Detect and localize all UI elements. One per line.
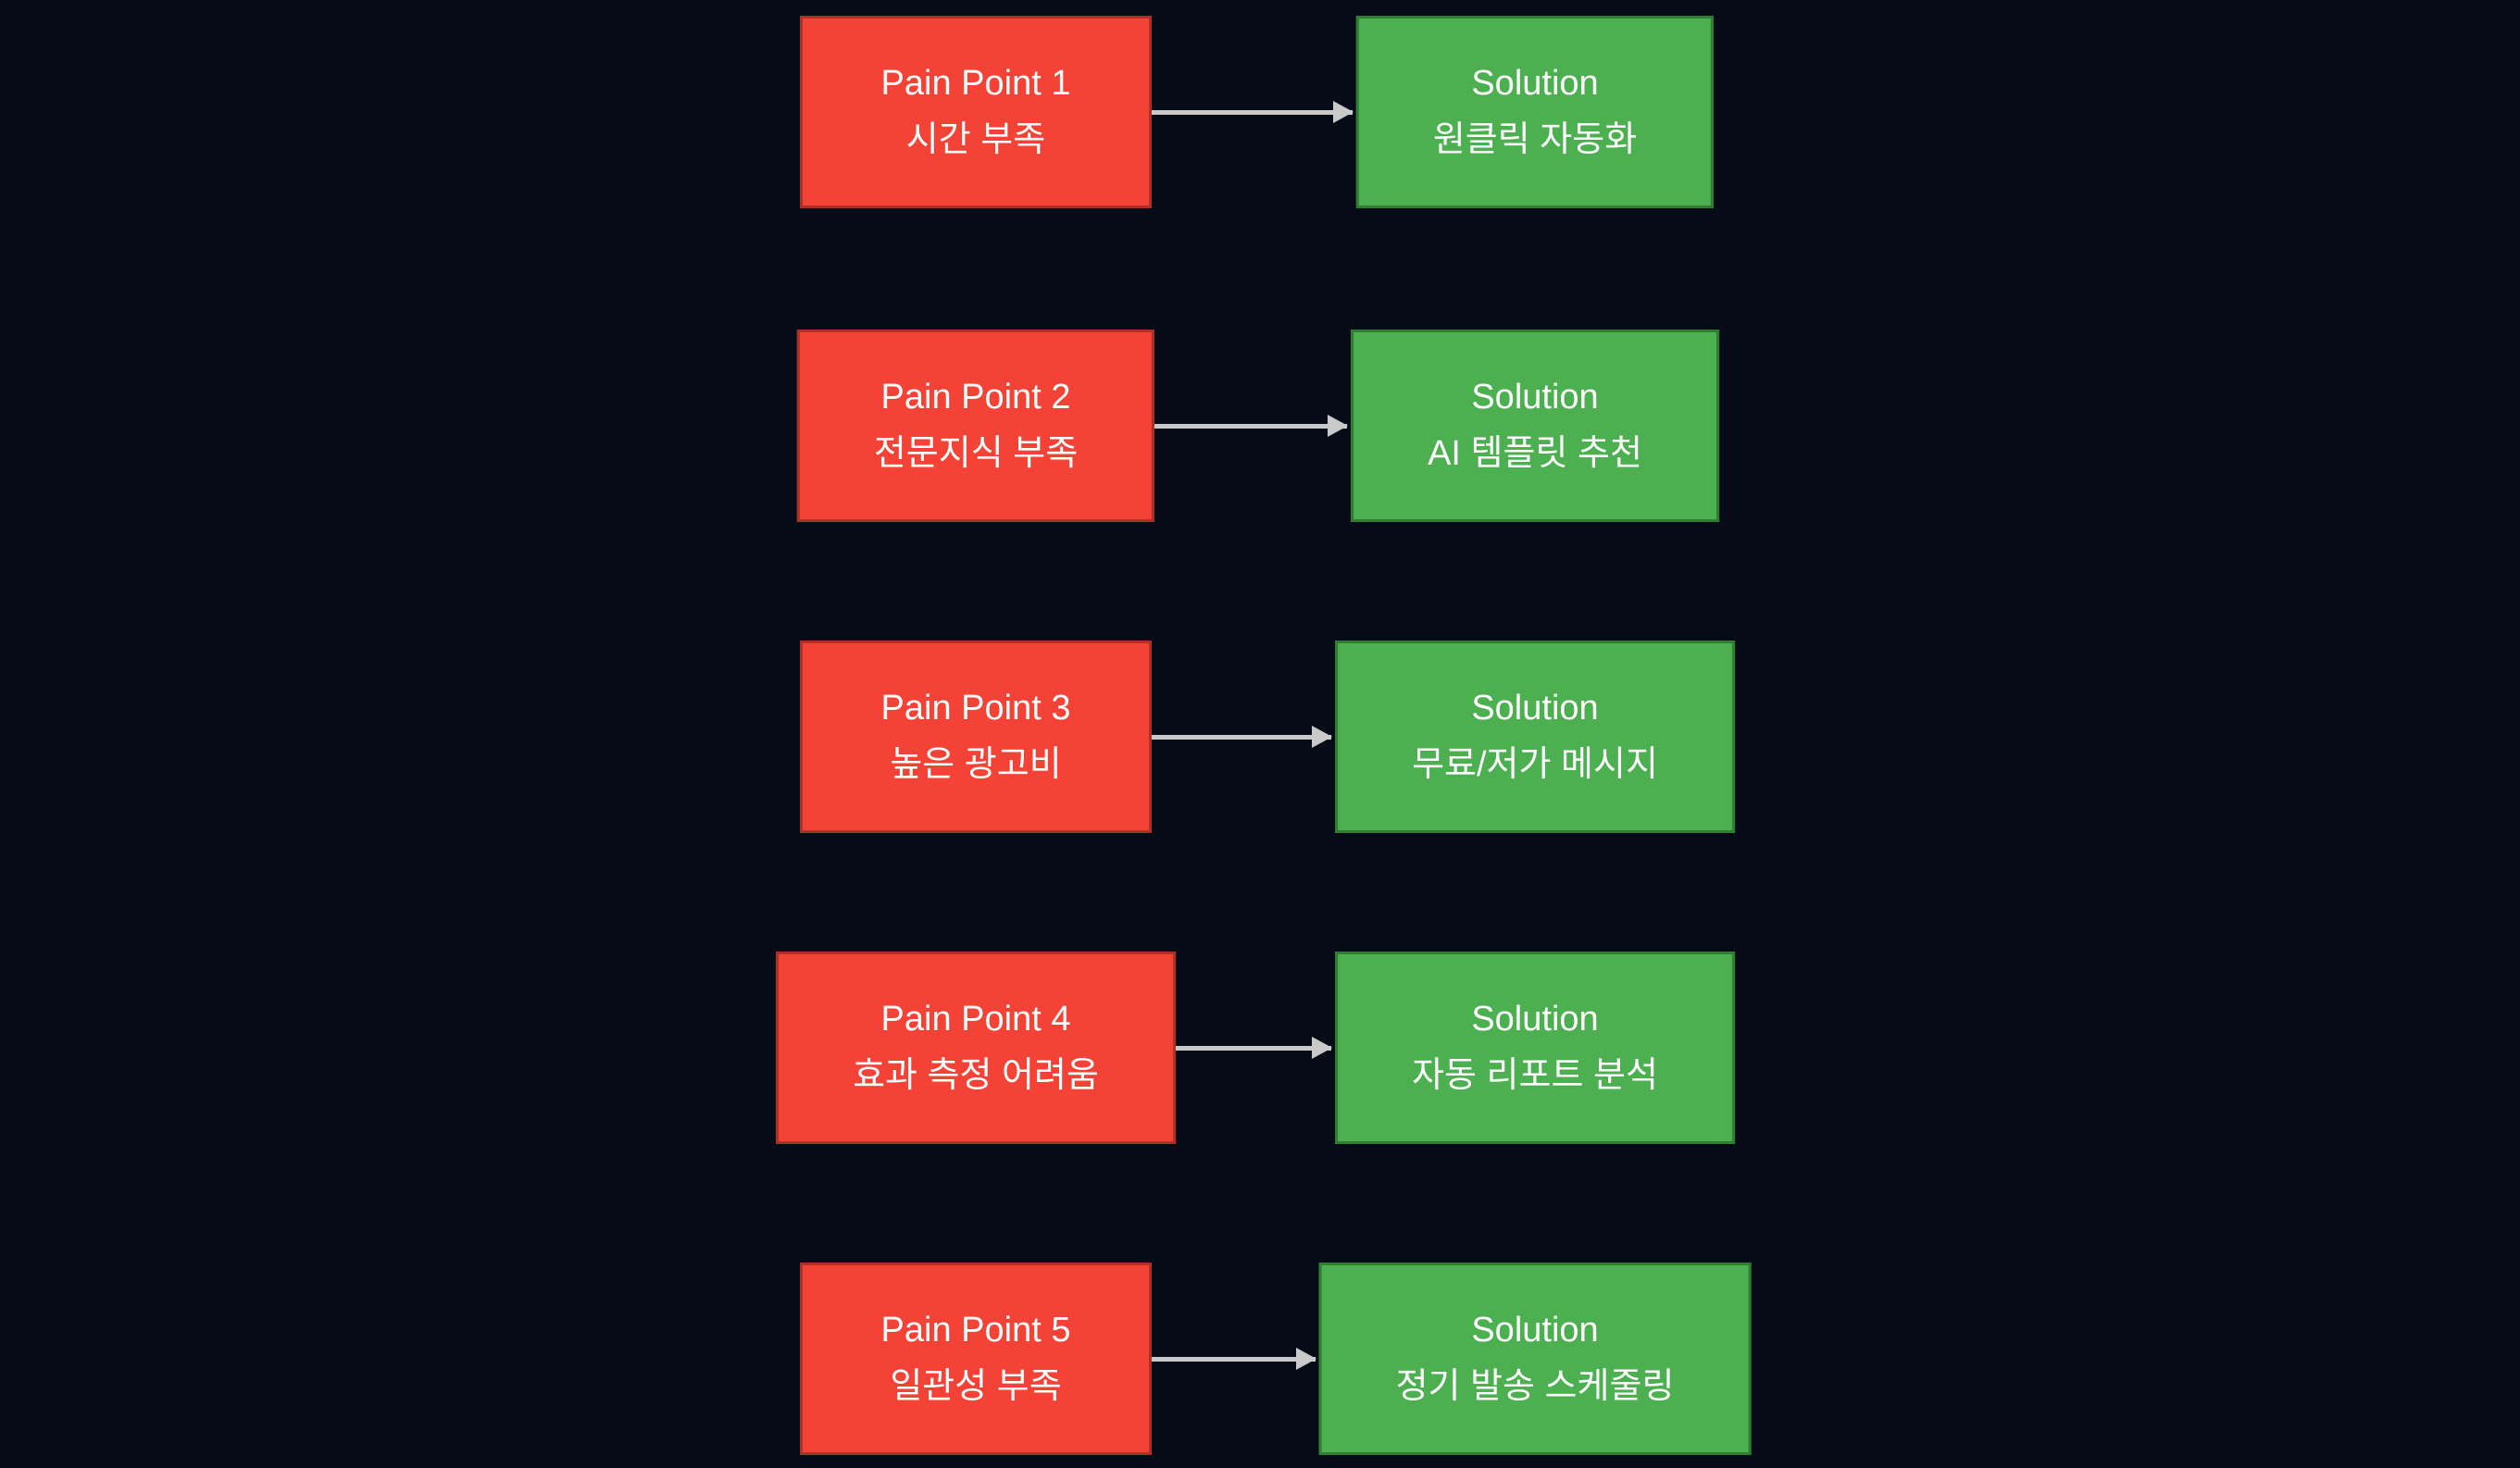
solution-box: Solution 정기 발송 스케줄링: [1318, 1263, 1752, 1455]
pain-point-box: Pain Point 2 전문지식 부족: [796, 330, 1155, 522]
arrow-connector: [1152, 100, 1354, 123]
arrow-shaft: [1152, 1356, 1316, 1362]
arrow-shaft: [1152, 109, 1353, 115]
pain-point-box: Pain Point 5 일관성 부족: [800, 1263, 1152, 1455]
solution-box: Solution 자동 리포트 분석: [1335, 952, 1735, 1144]
solution-text: AI 템플릿 추천: [1428, 434, 1642, 473]
pain-point-text: 효과 측정 어려움: [853, 1056, 1099, 1095]
arrow-head-icon: [1312, 725, 1333, 748]
solution-text: 원클릭 자동화: [1432, 120, 1638, 159]
diagram-row: Pain Point 1 시간 부족 Solution 원클릭 자동화: [0, 16, 2520, 208]
arrow-shaft: [1152, 734, 1332, 740]
arrow-head-icon: [1328, 414, 1349, 437]
arrow-connector: [1152, 1347, 1316, 1370]
pain-point-title: Pain Point 1: [880, 64, 1071, 104]
pain-point-title: Pain Point 2: [880, 378, 1071, 417]
solution-text: 자동 리포트 분석: [1412, 1056, 1658, 1095]
pain-point-box: Pain Point 1 시간 부족: [800, 16, 1152, 208]
pain-point-text: 일관성 부족: [890, 1367, 1062, 1406]
diagram-row: Pain Point 4 효과 측정 어려움 Solution 자동 리포트 분…: [0, 952, 2520, 1144]
solution-box: Solution 무료/저가 메시지: [1335, 641, 1735, 833]
pain-point-text: 시간 부족: [905, 120, 1046, 159]
arrow-shaft: [1154, 423, 1348, 429]
solution-title: Solution: [1471, 378, 1599, 417]
pain-point-box: Pain Point 3 높은 광고비: [800, 641, 1152, 833]
arrow-shaft: [1175, 1045, 1332, 1051]
pain-point-box: Pain Point 4 효과 측정 어려움: [776, 952, 1176, 1144]
solution-title: Solution: [1471, 1311, 1599, 1350]
arrow-connector: [1175, 1036, 1333, 1059]
solution-title: Solution: [1471, 1000, 1599, 1039]
solution-title: Solution: [1471, 64, 1599, 104]
arrow-head-icon: [1312, 1036, 1333, 1059]
solution-text: 정기 발송 스케줄링: [1395, 1367, 1675, 1406]
solution-box: Solution AI 템플릿 추천: [1351, 330, 1719, 522]
pain-point-text: 전문지식 부족: [873, 434, 1079, 473]
arrow-connector: [1154, 414, 1349, 437]
arrow-connector: [1152, 725, 1333, 748]
solution-text: 무료/저가 메시지: [1412, 745, 1658, 784]
arrow-head-icon: [1332, 100, 1354, 123]
diagram-row: Pain Point 3 높은 광고비 Solution 무료/저가 메시지: [0, 641, 2520, 833]
solution-box: Solution 원클릭 자동화: [1355, 16, 1715, 208]
pain-point-title: Pain Point 4: [880, 1000, 1071, 1039]
diagram-row: Pain Point 5 일관성 부족 Solution 정기 발송 스케줄링: [0, 1263, 2520, 1455]
pain-point-title: Pain Point 5: [880, 1311, 1071, 1350]
pain-point-text: 높은 광고비: [890, 745, 1062, 784]
diagram-row: Pain Point 2 전문지식 부족 Solution AI 템플릿 추천: [0, 330, 2520, 522]
pain-point-title: Pain Point 3: [880, 689, 1071, 728]
solution-title: Solution: [1471, 689, 1599, 728]
arrow-head-icon: [1295, 1347, 1316, 1370]
